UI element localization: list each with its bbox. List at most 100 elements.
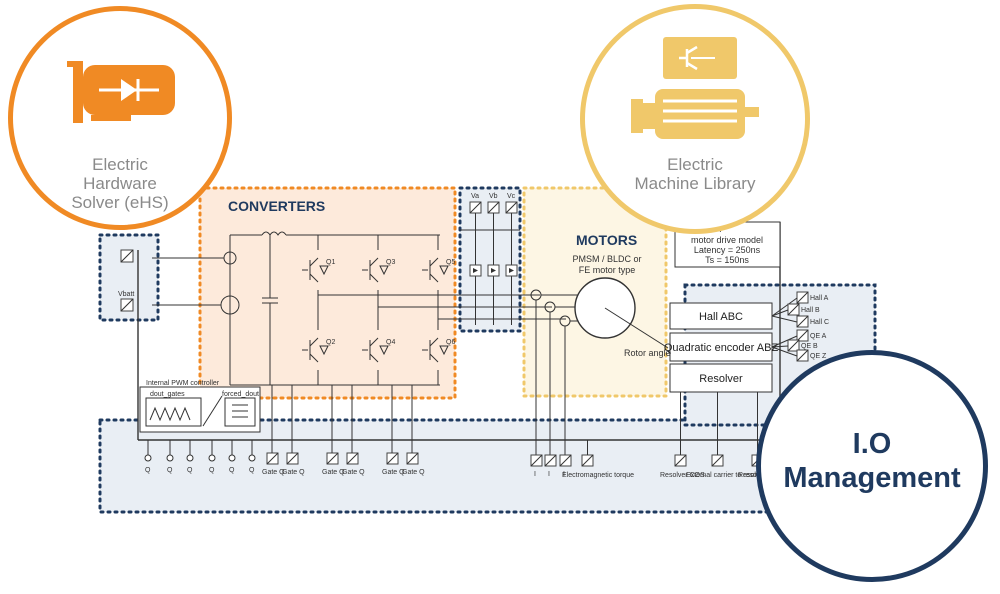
transistor-q2: Q2 — [302, 330, 335, 370]
io-block-2 — [669, 363, 773, 393]
diode-card-icon — [67, 61, 175, 123]
switch-label: Q1 — [326, 259, 335, 266]
io-label: I.O Management — [761, 427, 983, 495]
misc-terminal-2 — [711, 454, 724, 467]
current-terminal-0 — [530, 454, 543, 467]
io-block-label-1: Quadratic encoder ABZ — [664, 342, 779, 354]
eml-badge: Electric Machine Library — [580, 4, 810, 234]
io-output-terminal-3 — [796, 329, 809, 342]
gate-terminal-0 — [266, 452, 279, 465]
io-badge: I.O Management — [756, 350, 988, 582]
ehs-line-3: Solver (eHS) — [71, 193, 169, 212]
io-output-label-3: QE A — [810, 333, 827, 340]
io-block-label-2: Resolver — [699, 373, 743, 385]
vbatt-label: Vbatt — [118, 291, 134, 298]
converters-title: CONVERTERS — [228, 198, 325, 214]
switch-label: Q6 — [446, 339, 455, 346]
gate-label-3: Gate Q — [342, 469, 365, 476]
motor-type-line-2: FE motor type — [579, 265, 636, 275]
current-terminal-1 — [544, 454, 557, 467]
voltage-terminal-top-0 — [469, 201, 482, 214]
io-output-terminal-0 — [796, 291, 809, 304]
voltage-label-2: Vc — [507, 193, 516, 200]
io-output-label-2: Hall C — [810, 319, 829, 326]
pwm-forced-label: forced_dout — [222, 391, 259, 398]
io-blocks: Hall ABC Quadratic encoder ABZ Resolver Hal… — [664, 291, 829, 393]
voltage-terminal-top-1 — [487, 201, 500, 214]
rotor-angle-label: Rotor angle — [624, 348, 671, 358]
converters-region — [198, 186, 457, 400]
transistor-q3: Q3 — [362, 250, 395, 290]
transistor-q4: Q4 — [362, 330, 395, 370]
motor-transistor-icon — [631, 37, 759, 139]
eml-line-1: Electric — [667, 155, 723, 174]
io-output-label-0: Hall A — [810, 295, 829, 302]
misc-label-1: Resolver COS — [660, 472, 705, 479]
ehs-label: Electric Hardware Solver (eHS) — [13, 155, 227, 212]
gate-label-0: Gate Q — [262, 469, 285, 476]
gate-terminal-1 — [286, 452, 299, 465]
switch-label: Q3 — [386, 259, 395, 266]
io-block-label-0: Hall ABC — [699, 311, 743, 323]
pwm-gates-label: dout_gates — [150, 391, 185, 398]
gate-terminal-5 — [406, 452, 419, 465]
pwm-output-label-2: Q — [187, 467, 193, 474]
pwm-output-label-4: Q — [229, 467, 235, 474]
voltage-terminal-top-2 — [505, 201, 518, 214]
gate-terminal-3 — [346, 452, 359, 465]
current-label-1: I — [548, 471, 550, 478]
motors-title: MOTORS — [576, 232, 637, 248]
voltage-terminals: Va Vb Vc — [460, 193, 520, 325]
io-line-2: Management — [783, 462, 961, 494]
misc-label-2: External carrier to resolver — [686, 472, 769, 479]
gate-label-2: Gate Q — [322, 469, 345, 476]
misc-label-0: Electromagnetic torque — [562, 472, 634, 479]
voltage-label-0: Va — [471, 193, 479, 200]
pwm-output-label-3: Q — [209, 467, 215, 474]
current-label-2: I — [563, 471, 565, 478]
io-output-terminal-5 — [796, 349, 809, 362]
current-terminal-2 — [559, 454, 572, 467]
gate-label-5: Gate Q — [402, 469, 425, 476]
io-output-label-5: QE Z — [810, 353, 827, 360]
transistor-q1: Q1 — [302, 250, 335, 290]
voltage-label-1: Vb — [489, 193, 498, 200]
motor-type-line-1: PMSM / BLDC or — [572, 254, 641, 264]
pwm-output-label-1: Q — [167, 467, 173, 474]
eml-line-2: Machine Library — [634, 174, 756, 193]
pwm-output-label-0: Q — [145, 467, 151, 474]
pwm-title: Internal PWM controller — [146, 380, 220, 387]
eml-label: Electric Machine Library — [585, 155, 805, 193]
io-output-terminal-2 — [796, 315, 809, 328]
transistor-q5: Q5 — [422, 250, 455, 290]
misc-terminal-1 — [674, 454, 687, 467]
switch-label: Q5 — [446, 259, 455, 266]
gate-label-1: Gate Q — [282, 469, 305, 476]
io-output-label-4: QE B — [801, 343, 818, 350]
io-block-0 — [669, 302, 773, 330]
ehs-line-2: Hardware — [83, 174, 157, 193]
dc-source — [152, 231, 440, 386]
io-line-1: I.O — [852, 428, 892, 460]
io-output-terminal-1 — [787, 303, 800, 316]
io-output-terminal-4 — [787, 339, 800, 352]
transistor-q6: Q6 — [422, 330, 455, 370]
pwm-output-label-5: Q — [249, 467, 255, 474]
gate-terminal-4 — [386, 452, 399, 465]
ehs-line-1: Electric — [92, 155, 148, 174]
model-info-line-1: motor drive model — [691, 235, 763, 245]
misc-label-3: Resolve — [738, 472, 763, 479]
gate-label-4: Gate Q — [382, 469, 405, 476]
model-info-line-3: Ts = 150ns — [705, 255, 749, 265]
switch-label: Q4 — [386, 339, 395, 346]
current-label-0: I — [534, 471, 536, 478]
pwm-controller: Internal PWM controller dout_gates force… — [139, 380, 261, 433]
io-block-1 — [669, 332, 773, 362]
switch-label: Q2 — [326, 339, 335, 346]
model-info-line-2: Latency = 250ns — [694, 245, 761, 255]
io-region-bottom — [98, 418, 782, 514]
gate-terminal-2 — [326, 452, 339, 465]
ehs-badge: Electric Hardware Solver (eHS) — [8, 6, 232, 230]
